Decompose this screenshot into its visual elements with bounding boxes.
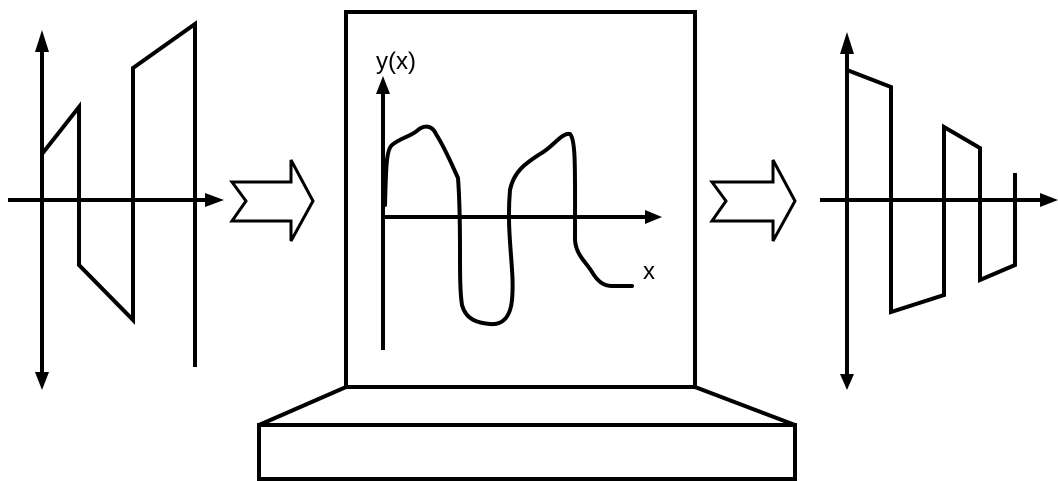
output-y-axis-arrow-top [840, 32, 854, 54]
output-x-axis-arrow [1040, 193, 1058, 207]
input-x-axis-arrow [205, 193, 224, 207]
screen-y-axis-label: y(x) [376, 48, 416, 75]
input-y-axis-arrow-top [35, 30, 49, 52]
input-waveform [40, 20, 197, 367]
screen-x-axis-label: x [643, 258, 655, 285]
screen-plot [376, 76, 662, 350]
block-arrow-right-icon [229, 159, 315, 242]
input-signal-graph [8, 20, 224, 390]
output-waveform [846, 68, 1017, 315]
monitor-base-plate [257, 423, 797, 481]
monitor-base-trapezoid [258, 385, 796, 427]
input-y-axis-arrow-bottom [35, 372, 49, 390]
screen-y-axis-arrow [376, 76, 390, 94]
output-signal-graph [820, 32, 1058, 390]
screen-x-axis-arrow [645, 210, 662, 224]
computer-monitor-icon [257, 10, 797, 481]
screen-waveform [383, 124, 634, 327]
block-arrow-right-icon [709, 159, 797, 242]
output-y-axis-arrow-bottom [840, 374, 854, 390]
